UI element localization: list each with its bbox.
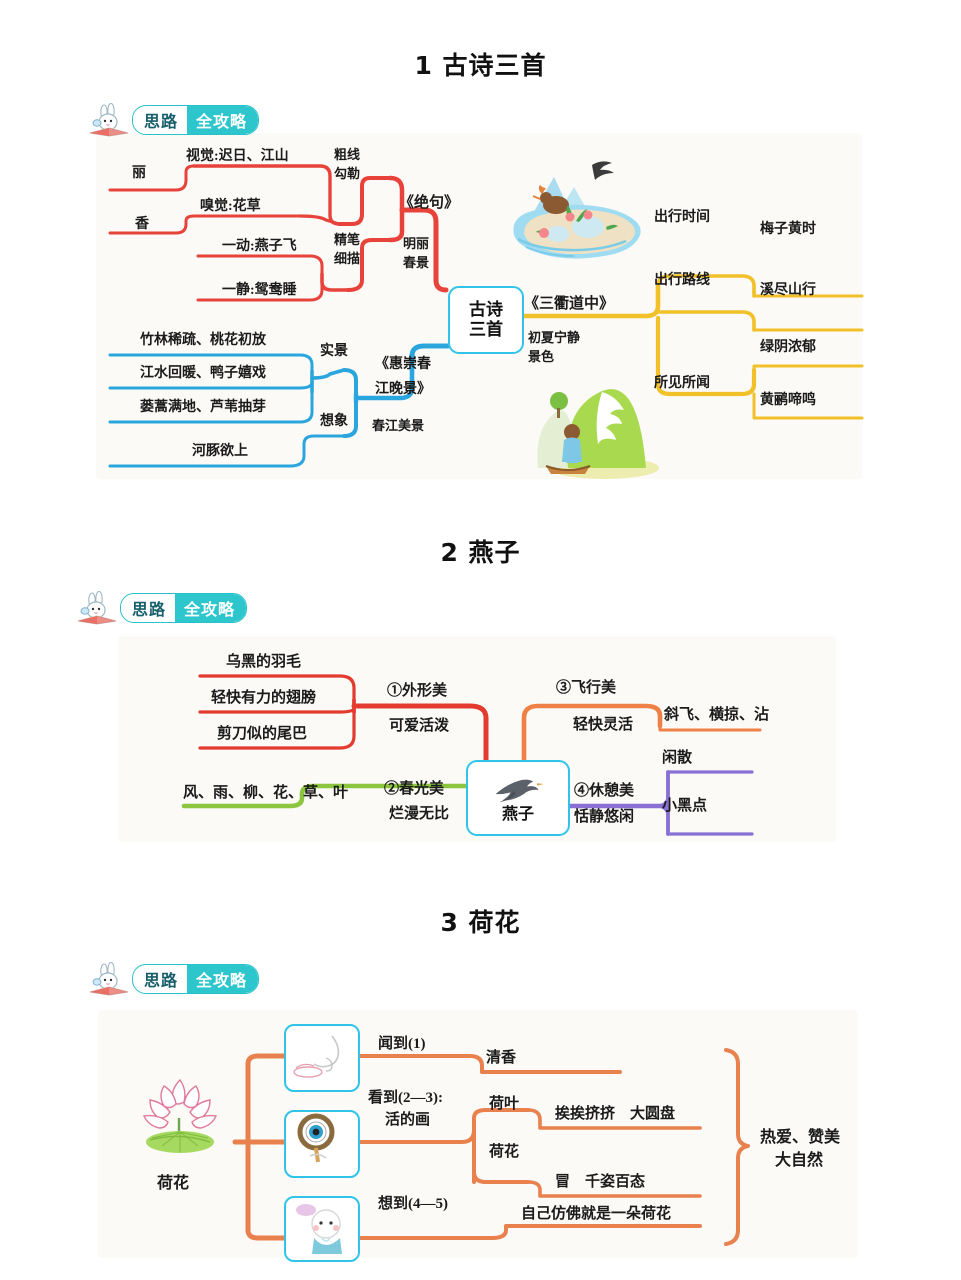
label-jiangwanjing: 江晚景》 (375, 382, 431, 397)
label-tianjingyouxian: 恬静悠闲 (574, 809, 635, 825)
label-gouli: 勾勒 (334, 166, 361, 181)
label-shijing: 实景 (320, 344, 348, 359)
label-xijin: 溪尽山行 (760, 283, 816, 298)
badge-2: 思路 全攻略 (76, 590, 248, 625)
center-node-line2: 三首 (469, 320, 503, 339)
section-title-1: 1 古诗三首 (414, 51, 547, 80)
label-hehua: 荷花 (489, 1144, 520, 1160)
label-chuxia: 初夏宁静 (528, 330, 581, 345)
label-aiaijiji: 挨挨挤挤 大圆盘 (555, 1106, 676, 1122)
lotus-flower-illustration (132, 1068, 228, 1165)
center-node-label: 燕子 (501, 805, 534, 823)
label-hetun: 河豚欲上 (192, 444, 248, 459)
label-meizi: 梅子黄时 (760, 222, 816, 237)
label-li: 丽 (132, 166, 146, 181)
label-cuxian: 粗线 (334, 147, 361, 162)
badge-pill: 思路 全攻略 (132, 105, 260, 135)
label-jingbi: 精笔 (334, 232, 361, 247)
badge-word-right: 全攻略 (175, 594, 247, 622)
label-xiaoheidian: 小黑点 (662, 798, 708, 814)
label-sanqu: 《三衢道中》 (524, 296, 615, 312)
label-suojian-suowen: 所见所闻 (654, 376, 710, 391)
label-chuxing-luxian: 出行路线 (654, 273, 710, 288)
label-louhao: 蒌蒿满地、芦苇抽芽 (140, 400, 266, 415)
badge-word-left: 思路 (132, 600, 167, 619)
label-wendao: 闻到(1) (378, 1036, 426, 1052)
label-ziji-fangfu: 自己仿佛就是一朵荷花 (521, 1206, 672, 1222)
label-chunjiangmeijing: 春江美景 (372, 418, 425, 433)
badge-word-left: 思路 (144, 112, 179, 131)
label-keaihuopo: 可爱活泼 (389, 718, 450, 734)
label-conclusion-line2: 大自然 (775, 1152, 824, 1169)
badge-1: 思路 全攻略 (88, 102, 260, 137)
badge-pill: 思路 全攻略 (132, 964, 260, 994)
center-node-line1: 古诗 (469, 299, 503, 319)
badge-word-right: 全攻略 (187, 106, 259, 134)
label-huangli: 黄鹂啼鸣 (760, 393, 816, 408)
label-xiang: 香 (135, 217, 149, 232)
center-node-gushi: 古诗 三首 (448, 286, 524, 354)
label-lanmanwubi: 烂漫无比 (389, 806, 450, 822)
label-jingse: 景色 (528, 349, 555, 364)
label-xiangxiang: 想象 (320, 414, 348, 429)
center-node-yanzi: 燕子 (466, 760, 570, 836)
label-juejv: 《绝句》 (399, 195, 460, 211)
section-title-3: 3 荷花 (440, 908, 521, 937)
label-kandao: 看到(2—3): (368, 1090, 443, 1106)
label-xiangdao: 想到(4—5) (378, 1196, 448, 1212)
label-xiefei: 斜飞、横掠、沾 (664, 707, 770, 723)
badge-3: 思路 全攻略 (88, 961, 260, 996)
label-yijing: 一静:鸳鸯睡 (222, 283, 297, 298)
label-lvyin: 绿阴浓郁 (760, 340, 816, 355)
rabbit-reading-book-icon (76, 590, 118, 625)
label-xiansan: 闲散 (662, 750, 693, 766)
rabbit-reading-book-icon (88, 961, 130, 996)
label-huodehua: 活的画 (385, 1112, 431, 1128)
label-mao: 冒 千姿百态 (555, 1174, 646, 1190)
island-with-swallow-illustration (502, 143, 652, 273)
label-xiujue: 嗅觉:花草 (200, 199, 261, 214)
label-chuxing-shijian: 出行时间 (654, 210, 710, 225)
label-yidong: 一动:燕子飞 (222, 239, 297, 254)
rabbit-reading-book-icon (88, 102, 130, 137)
label-feixingmei: ③飞行美 (556, 680, 617, 696)
badge-word-left: 思路 (144, 971, 179, 990)
section-title-2: 2 燕子 (440, 538, 521, 567)
label-chunguangmei: ②春光美 (384, 781, 445, 797)
label-zhulin: 竹林稀疏、桃花初放 (140, 333, 266, 348)
label-wuhei: 乌黑的羽毛 (226, 654, 302, 670)
label-xiuqimei: ④休憩美 (574, 783, 635, 799)
label-conclusion-line1: 热爱、赞美 (760, 1129, 841, 1146)
swallow-bird-icon (495, 779, 544, 802)
label-shijue: 视觉:迟日、江山 (186, 149, 289, 164)
label-qingkuai-chibang: 轻快有力的翅膀 (211, 690, 317, 706)
label-fengyu: 风、雨、柳、花、草、叶 (183, 785, 349, 801)
label-root-hehua: 荷花 (157, 1175, 190, 1192)
label-mingli: 明丽 (403, 236, 430, 251)
green-hills-with-boat-illustration (506, 368, 661, 485)
label-huichong: 《惠崇春 (375, 357, 431, 372)
label-waixingmei: ①外形美 (387, 683, 448, 699)
label-ximiao: 细描 (334, 251, 361, 266)
badge-pill: 思路 全攻略 (120, 593, 248, 623)
eye-see-icon (284, 1110, 360, 1178)
child-thinking-icon (284, 1196, 360, 1262)
badge-word-right: 全攻略 (187, 965, 259, 993)
label-jiandao-weiba: 剪刀似的尾巴 (217, 726, 308, 742)
label-jiangshui: 江水回暖、鸭子嬉戏 (140, 366, 266, 381)
label-heye: 荷叶 (489, 1096, 520, 1112)
label-qingxiang: 清香 (486, 1050, 517, 1066)
label-chunjing: 春景 (403, 255, 430, 270)
label-qingkuailinghuo: 轻快灵活 (573, 717, 634, 733)
nose-smell-icon (284, 1024, 360, 1092)
